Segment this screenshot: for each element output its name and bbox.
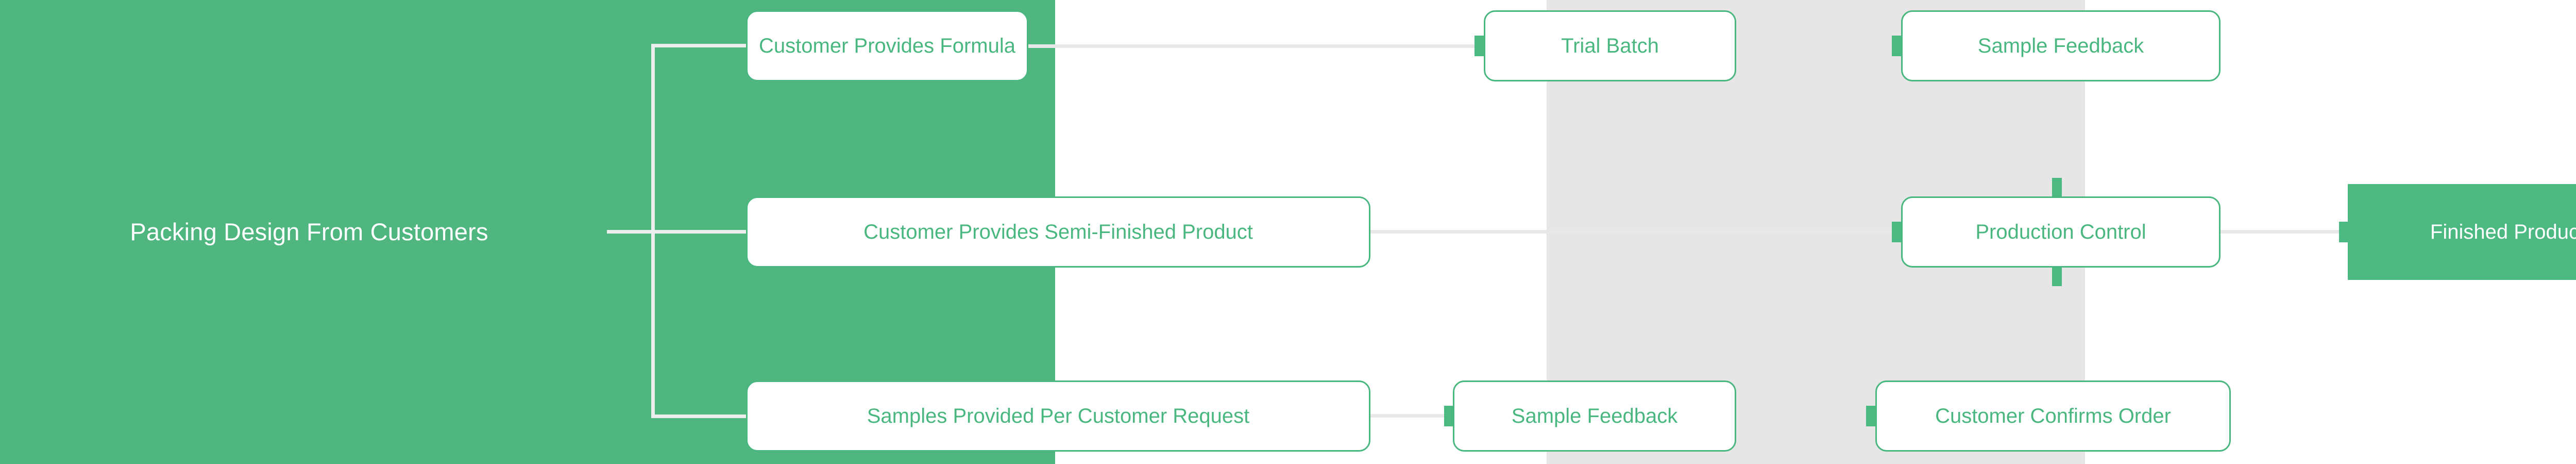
bracket-branch-row1: [651, 44, 748, 47]
root-node-label: Packing Design From Customers: [130, 218, 488, 246]
node-trial-batch[interactable]: Trial Batch: [1484, 10, 1736, 81]
node-samples-provided-per-customer-request[interactable]: Samples Provided Per Customer Request: [746, 380, 1370, 452]
node-sample-feedback-top[interactable]: Sample Feedback: [1901, 10, 2221, 81]
connector-nub-production-control-top: [2052, 178, 2062, 198]
connector-nub-customer-confirms-order-left: [1866, 406, 1876, 426]
link-semi-finished-to-production-control: [1370, 230, 1892, 234]
connector-nub-trial-batch-left: [1475, 36, 1484, 56]
connector-nub-production-control-left: [1892, 222, 1902, 242]
bracket-stub: [607, 230, 654, 234]
bracket-branch-row3: [651, 415, 748, 418]
node-production-control[interactable]: Production Control: [1901, 196, 2221, 268]
link-production-control-to-finished-product: [2221, 230, 2345, 234]
connector-nub-finished-product-left: [2339, 222, 2349, 242]
connector-nub-production-control-bottom: [2052, 266, 2062, 286]
connector-nub-sample-feedback-bottom-left: [1444, 406, 1454, 426]
node-customer-confirms-order[interactable]: Customer Confirms Order: [1875, 380, 2231, 452]
link-formula-to-trial-batch: [1028, 44, 1485, 48]
connector-nub-sample-feedback-top-left: [1892, 36, 1902, 56]
node-customer-provides-semi-finished-product[interactable]: Customer Provides Semi-Finished Product: [746, 196, 1370, 268]
node-sample-feedback-bottom[interactable]: Sample Feedback: [1453, 380, 1736, 452]
link-samples-to-sample-feedback-bottom: [1370, 414, 1454, 418]
bracket-branch-row2: [651, 230, 748, 234]
node-customer-provides-formula[interactable]: Customer Provides Formula: [746, 10, 1028, 81]
node-finished-product[interactable]: Finished Product: [2348, 184, 2576, 280]
